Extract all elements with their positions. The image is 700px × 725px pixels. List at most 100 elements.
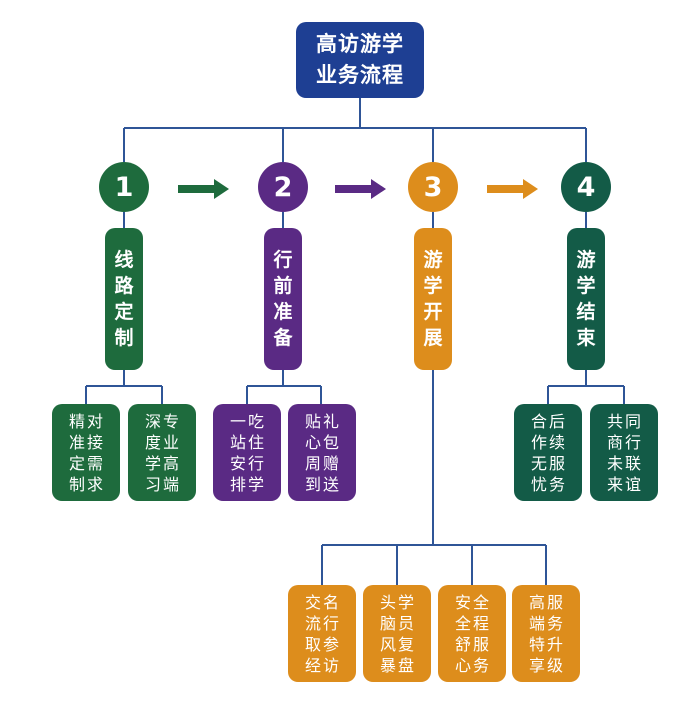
- card-char: 访: [323, 655, 340, 675]
- title-line-2: 业务流程: [316, 63, 404, 87]
- card-char: 准: [68, 432, 85, 452]
- card-char: 制: [68, 474, 85, 494]
- card-char: 周: [304, 453, 321, 473]
- phase-char: 定: [114, 301, 134, 323]
- card-char: 务: [547, 613, 564, 633]
- step-3-card-1: 交流取经 名行参访: [288, 585, 356, 682]
- phase-char: 结: [576, 301, 596, 323]
- phase-3-label: 游 学 开 展: [414, 228, 452, 370]
- phase-char: 前: [273, 275, 293, 297]
- card-char: 深: [144, 411, 161, 431]
- card-char: 全: [473, 592, 490, 612]
- card-char: 特: [528, 634, 545, 654]
- card-char: 商: [606, 432, 623, 452]
- card-char: 参: [323, 634, 340, 654]
- step-4-card-1: 合作无忧 后续服务: [514, 404, 582, 501]
- card-char: 同: [625, 411, 642, 431]
- card-char: 接: [87, 432, 104, 452]
- phase-char: 学: [576, 275, 596, 297]
- step-3-card-2: 头脑风暴 学员复盘: [363, 585, 431, 682]
- card-char: 安: [229, 453, 246, 473]
- card-char: 风: [379, 634, 396, 654]
- card-char: 行: [248, 453, 265, 473]
- card-char: 服: [547, 592, 564, 612]
- phase-char: 展: [423, 327, 443, 349]
- step-3-circle: 3: [408, 162, 458, 212]
- step-4-card-2: 共商未来 同行联谊: [590, 404, 658, 501]
- title-line-1: 高访游学: [316, 32, 404, 56]
- card-char: 行: [323, 613, 340, 633]
- card-char: 来: [606, 474, 623, 494]
- card-char: 求: [87, 474, 104, 494]
- card-char: 务: [473, 655, 490, 675]
- card-char: 到: [304, 474, 321, 494]
- step-3-card-4: 高端特享 服务升级: [512, 585, 580, 682]
- card-char: 业: [163, 432, 180, 452]
- card-char: 经: [304, 655, 321, 675]
- card-char: 程: [473, 613, 490, 633]
- step-3-card-3: 安全舒心 全程服务: [438, 585, 506, 682]
- card-char: 流: [304, 613, 321, 633]
- card-char: 无: [530, 453, 547, 473]
- phase-4-label: 游 学 结 束: [567, 228, 605, 370]
- card-char: 安: [454, 592, 471, 612]
- phase-1-label: 线 路 定 制: [105, 228, 143, 370]
- card-char: 舒: [454, 634, 471, 654]
- arrow-right-icon: [487, 179, 538, 199]
- card-char: 对: [87, 411, 104, 431]
- card-char: 忧: [530, 474, 547, 494]
- step-1-card-1: 精准定制 对接需求: [52, 404, 120, 501]
- phase-char: 制: [114, 327, 134, 349]
- card-char: 习: [144, 474, 161, 494]
- card-char: 礼: [323, 411, 340, 431]
- process-title: 高访游学 业务流程: [296, 22, 424, 98]
- card-char: 合: [530, 411, 547, 431]
- card-char: 员: [398, 613, 415, 633]
- card-char: 名: [323, 592, 340, 612]
- step-2-circle: 2: [258, 162, 308, 212]
- card-char: 吃: [248, 411, 265, 431]
- card-char: 站: [229, 432, 246, 452]
- card-char: 端: [528, 613, 545, 633]
- card-char: 务: [549, 474, 566, 494]
- card-char: 度: [144, 432, 161, 452]
- step-2-card-1: 一站安排 吃住行学: [213, 404, 281, 501]
- arrow-right-icon: [178, 179, 229, 199]
- step-1-circle: 1: [99, 162, 149, 212]
- phase-char: 束: [576, 327, 596, 349]
- card-char: 交: [304, 592, 321, 612]
- card-char: 头: [379, 592, 396, 612]
- card-char: 高: [528, 592, 545, 612]
- phase-2-label: 行 前 准 备: [264, 228, 302, 370]
- phase-char: 游: [423, 249, 443, 271]
- card-char: 服: [549, 453, 566, 473]
- card-char: 心: [454, 655, 471, 675]
- card-char: 排: [229, 474, 246, 494]
- card-char: 取: [304, 634, 321, 654]
- card-char: 一: [229, 411, 246, 431]
- card-char: 享: [528, 655, 545, 675]
- card-char: 赠: [323, 453, 340, 473]
- phase-char: 线: [114, 249, 134, 271]
- phase-char: 学: [423, 275, 443, 297]
- step-4-circle: 4: [561, 162, 611, 212]
- card-char: 级: [547, 655, 564, 675]
- card-char: 全: [454, 613, 471, 633]
- card-char: 高: [163, 453, 180, 473]
- card-char: 后: [549, 411, 566, 431]
- phase-char: 路: [114, 275, 134, 297]
- card-char: 升: [547, 634, 564, 654]
- card-char: 作: [530, 432, 547, 452]
- phase-char: 开: [423, 301, 443, 323]
- card-char: 盘: [398, 655, 415, 675]
- phase-char: 行: [273, 249, 293, 271]
- card-char: 服: [473, 634, 490, 654]
- card-char: 心: [304, 432, 321, 452]
- step-2-card-2: 贴心周到 礼包赠送: [288, 404, 356, 501]
- card-char: 谊: [625, 474, 642, 494]
- card-char: 包: [323, 432, 340, 452]
- card-char: 端: [163, 474, 180, 494]
- card-char: 复: [398, 634, 415, 654]
- card-char: 共: [606, 411, 623, 431]
